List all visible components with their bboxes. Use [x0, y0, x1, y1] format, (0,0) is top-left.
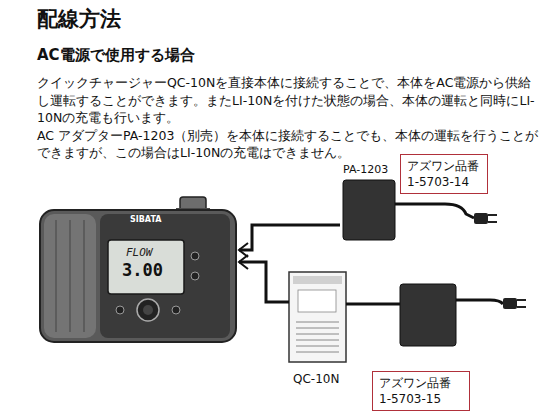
power-cable — [239, 225, 340, 257]
text-column: AC電源で使用する場合クイックチャージャーQC-10Nを直接本体に接続することで… — [37, 46, 542, 162]
body-paragraph: クイックチャージャーQC-10Nを直接本体に接続することで、本体をAC電源から供… — [37, 74, 542, 127]
display-text: FLOW — [126, 246, 153, 259]
device-illustration — [40, 197, 236, 342]
page-title: 配線方法 — [37, 5, 121, 33]
part-name: QC-10N — [293, 372, 339, 386]
charger-adapter-illustration — [346, 284, 526, 346]
section-heading: AC電源で使用する場合 — [37, 46, 542, 65]
part-number: 1-5703-14 — [407, 174, 481, 190]
device-body: SIBATA FLOW3.00 — [38, 198, 238, 346]
power-cable — [239, 255, 289, 302]
display-value: 3.00 — [122, 260, 163, 280]
part-number-heading: アズワン品番 — [379, 375, 463, 391]
part-number: 1-5703-15 — [379, 391, 463, 407]
cable-line — [239, 225, 340, 250]
brand-label: SIBATA — [130, 215, 161, 224]
quick-charger: QC-10N — [289, 270, 346, 388]
cable-line — [239, 262, 289, 302]
ac-adapter: PA-1203 — [340, 163, 398, 241]
part-number-box: アズワン品番1-5703-14 — [400, 154, 488, 194]
part-number-box: アズワン品番1-5703-15 — [372, 371, 470, 411]
arrow-head — [239, 255, 248, 269]
part-number-heading: アズワン品番 — [407, 158, 481, 174]
charger-illustration — [289, 272, 346, 362]
part-name: PA-1203 — [343, 163, 388, 176]
arrow-head — [239, 243, 248, 257]
